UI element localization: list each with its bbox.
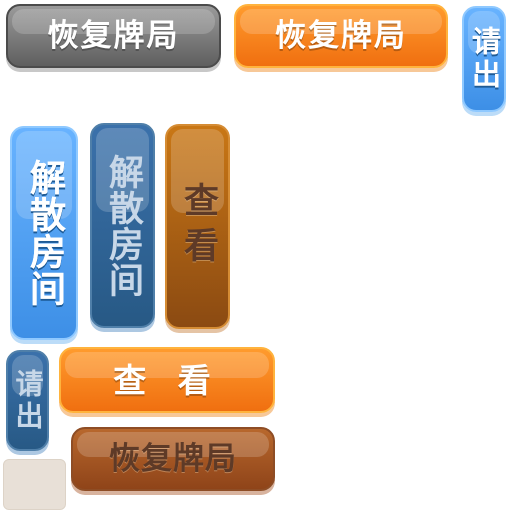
view-button-disabled: 查看 — [165, 124, 230, 329]
view-label: 查看 — [178, 181, 218, 272]
restore-game-button-disabled: 恢复牌局 — [6, 4, 221, 68]
restore-game-label: 恢复牌局 — [47, 17, 180, 54]
kick-out-label: 请出 — [467, 26, 502, 92]
restore-game-button[interactable]: 恢复牌局 — [234, 4, 448, 68]
view-label: 查 看 — [113, 360, 221, 400]
restore-game-label: 恢复牌局 — [275, 17, 407, 54]
kick-out-label: 请出 — [11, 368, 45, 433]
restore-game-label: 恢复牌局 — [109, 440, 237, 477]
kick-out-button[interactable]: 请出 — [462, 6, 506, 112]
dissolve-room-label: 解散房间 — [103, 153, 143, 298]
dissolve-room-button-disabled: 解散房间 — [90, 123, 155, 328]
restore-game-button-pressed[interactable]: 恢复牌局 — [71, 427, 275, 491]
kick-out-button-disabled: 请出 — [6, 350, 49, 451]
view-button[interactable]: 查 看 — [59, 347, 275, 413]
dissolve-room-button[interactable]: 解散房间 — [10, 126, 78, 340]
blank-tile — [3, 459, 66, 510]
dissolve-room-label: 解散房间 — [24, 159, 65, 307]
